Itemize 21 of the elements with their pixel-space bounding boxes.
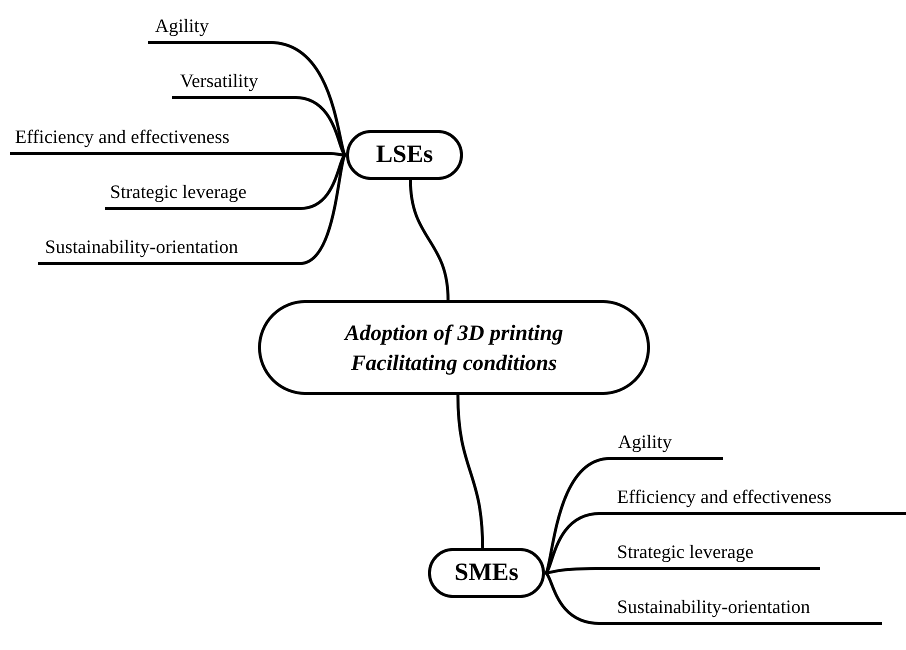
branch-label: Strategic leverage [105, 182, 300, 210]
branch-connector [544, 572, 600, 625]
branch-pill: LSEs [346, 130, 463, 180]
branch-label: Efficiency and effectiveness [600, 487, 906, 515]
branch-label: Strategic leverage [600, 542, 820, 570]
branch-label: Sustainability-orientation [38, 237, 300, 265]
branch-connector [300, 154, 348, 265]
branch-connector [544, 457, 610, 574]
branch-connector [270, 41, 348, 156]
branch-label: Agility [610, 432, 723, 460]
branch-connector [456, 394, 484, 548]
branch-label: Versatility [172, 71, 295, 99]
topic-text: Facilitating conditions [351, 348, 557, 377]
branch-connector [330, 152, 346, 156]
branch-pill: SMEs [428, 548, 545, 598]
branch-connector [544, 567, 600, 574]
branch-connector [408, 180, 450, 300]
branch-label: Efficiency and effectiveness [10, 127, 330, 155]
topic-text: Adoption of 3D printing [344, 318, 564, 347]
branch-label: Agility [148, 16, 270, 44]
branch-label: Sustainability-orientation [600, 597, 882, 625]
